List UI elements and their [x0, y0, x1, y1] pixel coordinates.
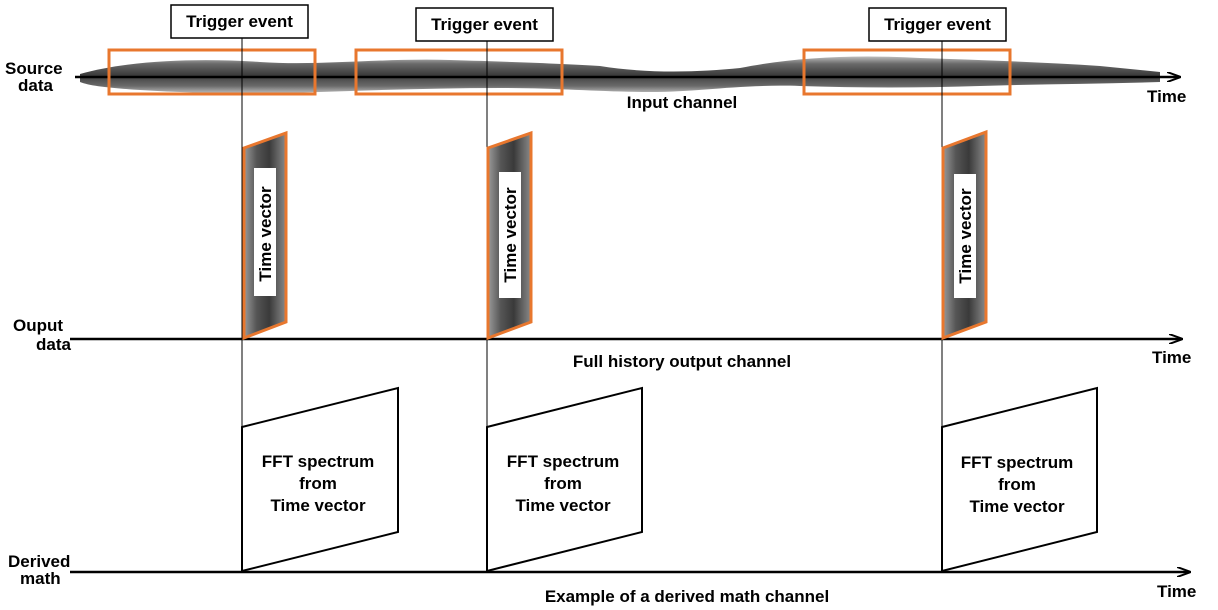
trigger-event-box-1 — [170, 4, 309, 39]
fft-label-2-line1: FFT spectrum — [507, 452, 619, 471]
time-vector-2: Time vector — [486, 130, 533, 341]
source-data-label-line2: data — [18, 76, 54, 95]
source-row: Source data Input channel Time — [5, 48, 1186, 112]
time-vector-label-1: Time vector — [256, 186, 275, 282]
fft-spectrum-box-3: FFT spectrum from Time vector — [941, 386, 1098, 573]
trigger-event-label-3: Trigger event — [884, 15, 991, 34]
source-data-label-line1: Source — [5, 59, 63, 78]
time-vector-1: Time vector — [242, 130, 288, 341]
derived-time-label: Time — [1157, 582, 1196, 601]
fft-spectrum-box-1: FFT spectrum from Time vector — [241, 386, 399, 573]
output-row: Ouput data Time vector Time vector Time … — [13, 129, 1191, 371]
acquisition-window-2 — [354, 48, 564, 96]
source-signal-band — [80, 56, 1160, 94]
time-vector-label-2: Time vector — [501, 187, 520, 283]
output-data-label-line1: Ouput — [13, 316, 63, 335]
input-channel-caption: Input channel — [627, 93, 738, 112]
derived-math-caption: Example of a derived math channel — [545, 587, 829, 606]
acquisition-window-3 — [802, 48, 1012, 96]
fft-spectrum-box-2: FFT spectrum from Time vector — [486, 386, 643, 573]
fft-label-2-line3: Time vector — [515, 496, 611, 515]
time-vector-3: Time vector — [941, 129, 988, 341]
trigger-event-label-1: Trigger event — [186, 12, 293, 31]
fft-label-3-line2: from — [998, 475, 1036, 494]
output-time-label: Time — [1152, 348, 1191, 367]
fft-label-3-line3: Time vector — [969, 497, 1065, 516]
derived-math-label-line1: Derived — [8, 552, 70, 571]
trigger-event-box-3 — [868, 7, 1007, 42]
derived-row: Derived math FFT spectrum from Time vect… — [8, 386, 1196, 606]
trigger-event-box-2 — [415, 7, 554, 42]
derived-math-label-line2: math — [20, 569, 61, 588]
fft-label-1-line2: from — [299, 474, 337, 493]
fft-label-1-line1: FFT spectrum — [262, 452, 374, 471]
fft-label-3-line1: FFT spectrum — [961, 453, 1073, 472]
time-vector-label-3: Time vector — [956, 188, 975, 284]
trigger-event-label-2: Trigger event — [431, 15, 538, 34]
output-data-label-line2: data — [36, 335, 72, 354]
acquisition-window-1 — [107, 48, 317, 96]
source-time-label: Time — [1147, 87, 1186, 106]
fft-label-2-line2: from — [544, 474, 582, 493]
full-history-caption: Full history output channel — [573, 352, 791, 371]
fft-label-1-line3: Time vector — [270, 496, 366, 515]
